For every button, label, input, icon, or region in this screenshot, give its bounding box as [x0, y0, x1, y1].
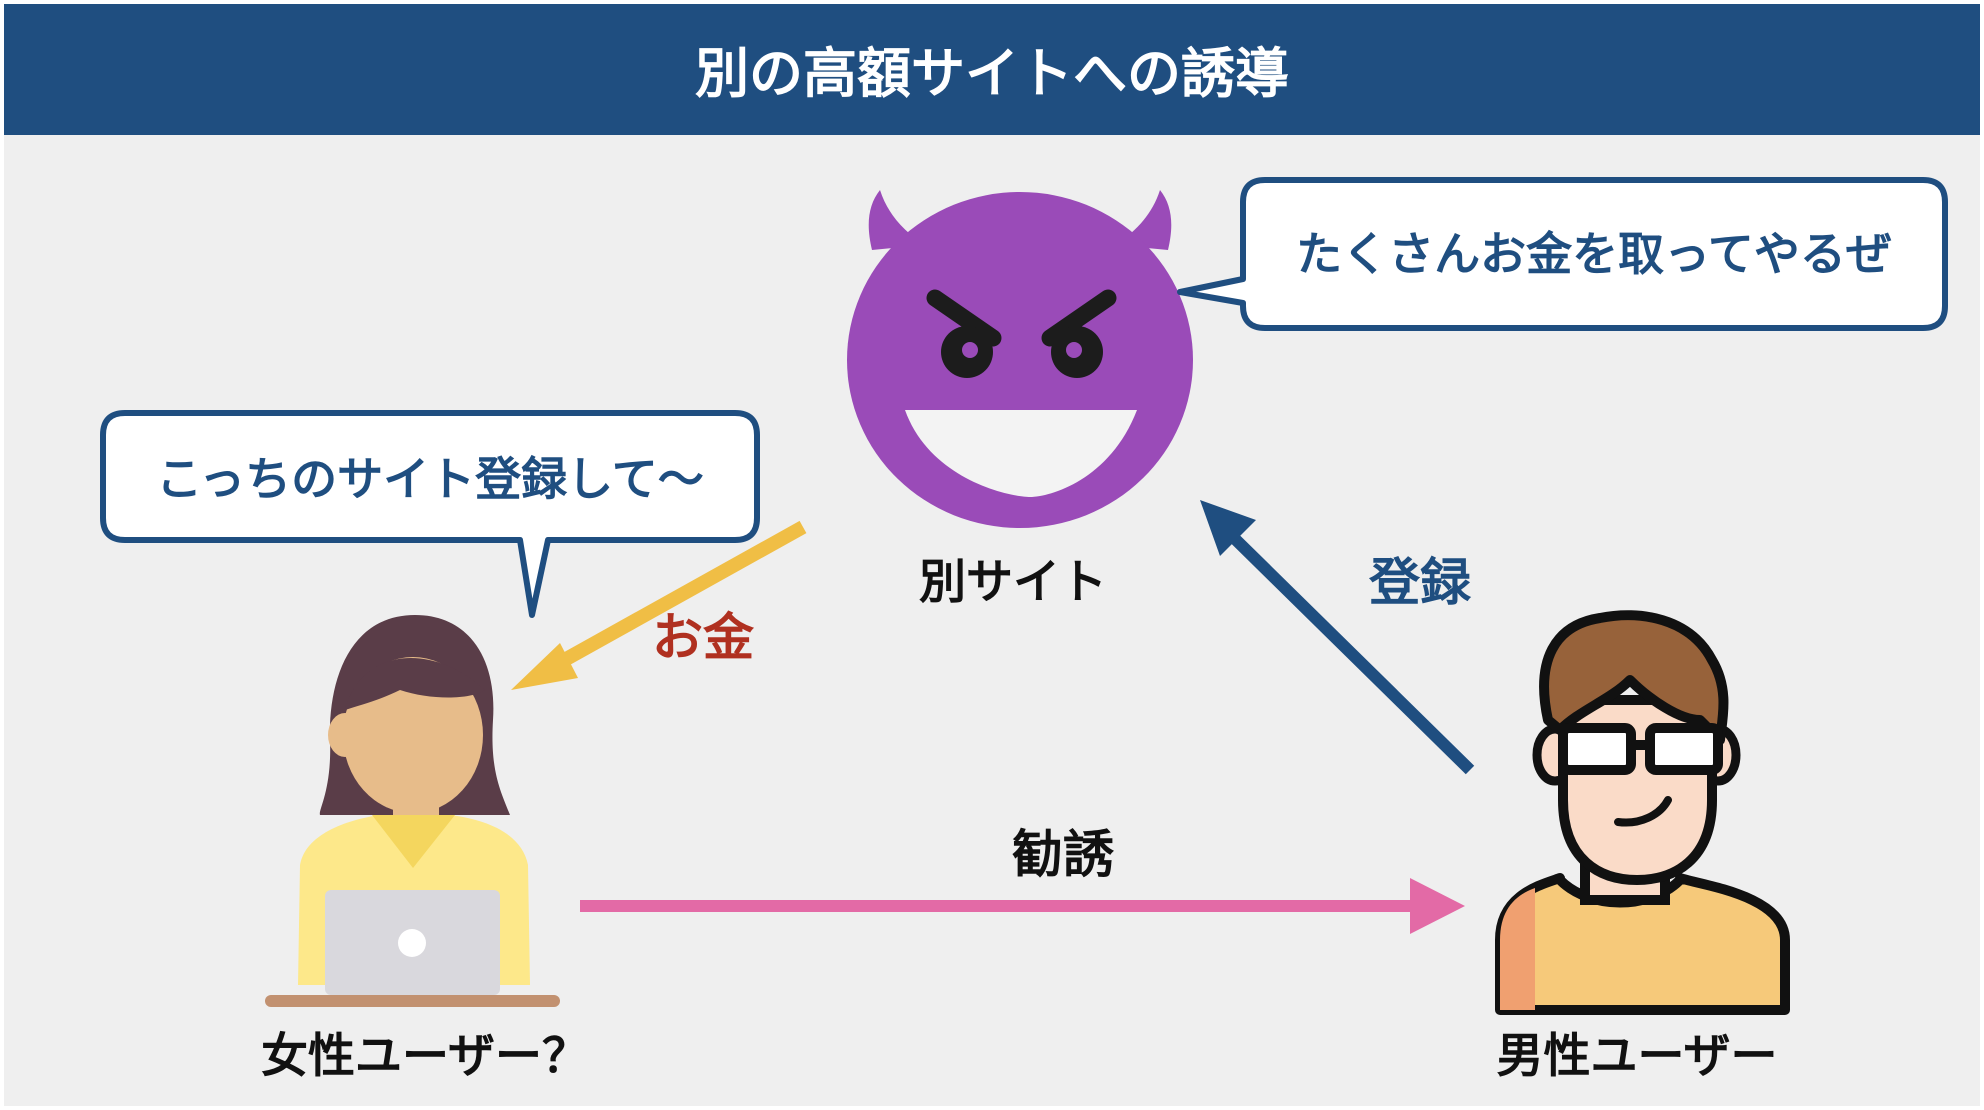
money-label: お金: [652, 609, 755, 668]
devil-icon: [847, 190, 1193, 528]
woman-speech-bubble: こっちのサイト登録して〜: [100, 410, 760, 618]
devil-speech-bubble: たくさんお金を取ってやるぜ: [1177, 177, 1948, 331]
solicit-label: 勧誘: [1012, 826, 1114, 885]
man-user-icon: [1495, 610, 1790, 1015]
page-title: 別の高額サイトへの誘導: [695, 42, 1289, 105]
man-label: 男性ユーザー: [1496, 1029, 1777, 1084]
register-label: 登録: [1368, 554, 1472, 613]
title-bar: [4, 4, 1980, 135]
devil-label: 別サイト: [919, 555, 1107, 610]
register-arrow: [1200, 500, 1475, 775]
woman-user-icon: [265, 615, 560, 1007]
woman-speech-text: こっちのサイト登録して〜: [156, 452, 703, 506]
money-arrow: [511, 520, 807, 690]
devil-speech-text: たくさんお金を取ってやるぜ: [1296, 227, 1892, 281]
woman-label: 女性ユーザー？: [261, 1029, 589, 1084]
solicit-arrow: [580, 878, 1465, 934]
